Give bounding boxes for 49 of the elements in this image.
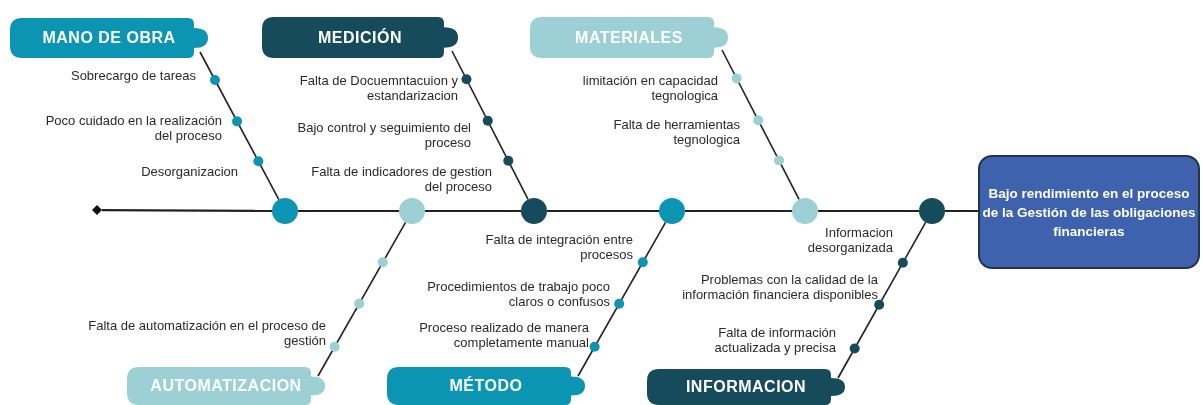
bone-line — [837, 221, 927, 379]
spine-end-diamond — [92, 205, 102, 215]
cause-text: Falta de automatización en el proceso de gestión — [87, 318, 326, 348]
cause-text: Procedimientos de trabajo poco claros o confusos — [426, 279, 610, 309]
spine-line — [102, 208, 272, 213]
bone-line — [199, 51, 280, 201]
cause-text: Desorganizacion — [140, 164, 238, 179]
effect-text: Bajo rendimiento en el proceso de la Gestión de las obligaciones financieras — [981, 184, 1197, 241]
junction-circle — [919, 198, 945, 224]
category-title: AUTOMATIZACION — [150, 377, 302, 395]
cause-text: Problemas con la calidad de la información financiera disponibles — [681, 272, 878, 302]
cause-text: Bajo control y seguimiento del proceso — [296, 120, 471, 150]
category-tab — [387, 367, 585, 405]
category-tab — [127, 367, 325, 405]
cause-text: Sobrecargo de tareas — [69, 68, 196, 83]
junction-circle — [272, 198, 298, 224]
cause-text: Falta de integración entre procesos — [484, 232, 633, 262]
category-tab — [647, 369, 845, 405]
category-tab — [10, 18, 208, 58]
spine-line — [818, 209, 919, 213]
category-title: INFORMACION — [685, 378, 807, 396]
bone-line — [721, 49, 800, 201]
bone-line — [451, 50, 529, 201]
spine-line — [298, 209, 399, 213]
cause-text: Informacion desorganizada — [806, 225, 893, 255]
junction-circle — [399, 198, 425, 224]
spine-line — [547, 209, 659, 213]
cause-text: Proceso realizado de manera completamente manual — [418, 320, 589, 350]
category-tab — [262, 17, 458, 58]
junction-circle — [521, 198, 547, 224]
cause-text: limitación en capacidad tegnologica — [581, 73, 718, 103]
cause-text: Falta de información actualizada y precisa — [713, 325, 836, 355]
category-title: MEDICIÓN — [318, 28, 402, 47]
cause-text: Poco cuidado en la realización del proceso — [44, 113, 222, 143]
category-tab — [530, 17, 728, 58]
spine-line — [945, 209, 978, 213]
bone-line — [317, 221, 407, 377]
cause-text: Falta de indicadores de gestion del proceso — [310, 164, 492, 194]
spine-line — [425, 209, 521, 213]
category-title: MANO DE OBRA — [42, 29, 176, 47]
junction-circle — [792, 198, 818, 224]
effect-box — [978, 155, 1200, 269]
junction-circle — [659, 198, 685, 224]
category-title: MATERIALES — [575, 28, 683, 47]
bone-line — [577, 221, 667, 377]
category-title: MÉTODO — [449, 377, 523, 395]
cause-text: Falta de herramientas tegnologica — [612, 117, 740, 147]
spine-line — [685, 209, 792, 213]
cause-text: Falta de Docuemntacuion y estandarizacion — [298, 73, 458, 103]
